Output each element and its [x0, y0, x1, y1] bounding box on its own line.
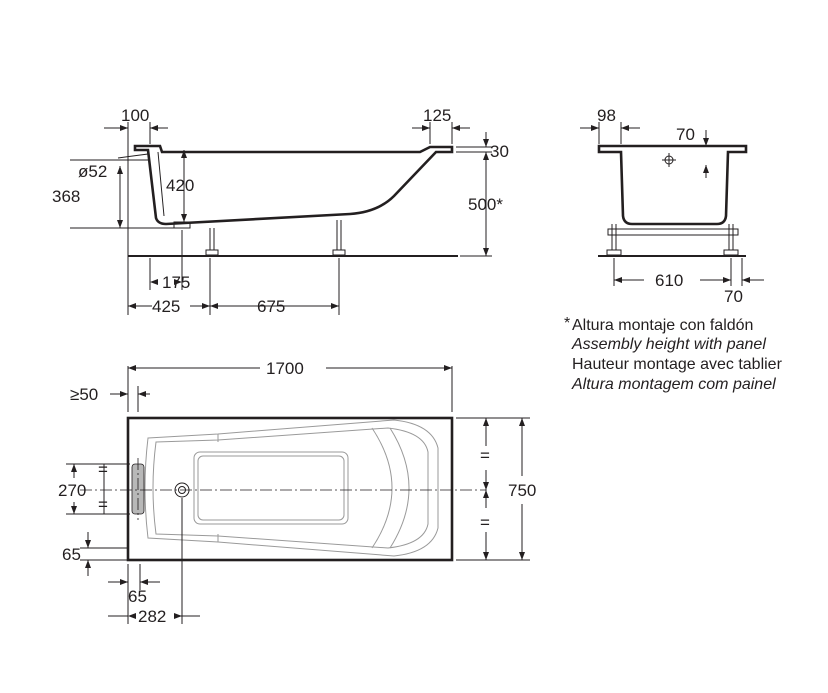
- dim-65-bottom: 65: [128, 587, 147, 606]
- dim-125: 125: [423, 106, 451, 125]
- support-legs: [205, 220, 346, 256]
- side-arrowheads: [117, 125, 489, 309]
- equal-mark-lower: =: [480, 513, 490, 532]
- side-dimension-labels: 100 125 30 ø52 368 420 500* 175 425 675: [52, 106, 509, 316]
- assembly-height-note: * Altura montaje con faldón Assembly hei…: [564, 315, 783, 393]
- equal-mark-upper: =: [480, 446, 490, 465]
- dim-1700: 1700: [266, 359, 304, 378]
- dim-675: 675: [257, 297, 285, 316]
- end-dimension-labels: 98 70 610 70: [597, 106, 743, 306]
- tub-basin-contours: [144, 419, 439, 557]
- equal-mark-left-upper: =: [98, 460, 108, 479]
- note-fr: Hauteur montage avec tablier: [572, 356, 783, 373]
- dim-368: 368: [52, 187, 80, 206]
- dim-65-left: 65: [62, 545, 81, 564]
- dim-98: 98: [597, 106, 616, 125]
- dim-420: 420: [166, 176, 194, 195]
- dim-70-top: 70: [676, 125, 695, 144]
- dim-750: 750: [508, 481, 536, 500]
- dim-min-50: ≥50: [70, 385, 98, 404]
- tub-inner-line: [157, 151, 165, 217]
- dim-610: 610: [655, 271, 683, 290]
- dim-30: 30: [490, 142, 509, 161]
- side-elevation-view: 100 125 30 ø52 368 420 500* 175 425 675: [52, 106, 509, 316]
- plan-dimension-lines: [66, 366, 530, 624]
- plan-dimension-labels: 1700 ≥50 750 270 65 65 282 = = = =: [58, 359, 536, 626]
- tub-outline: [126, 416, 454, 562]
- overflow-marker: [70, 153, 149, 161]
- dim-500-assembly: 500*: [468, 195, 503, 214]
- waste-outlet: [173, 221, 191, 229]
- plan-view: 1700 ≥50 750 270 65 65 282 = = = =: [58, 359, 536, 626]
- plan-arrowheads: [71, 365, 525, 619]
- tub-side-profile: [133, 144, 454, 226]
- end-arrowheads: [591, 125, 750, 283]
- end-elevation-view: 98 70 610 70: [580, 106, 764, 306]
- end-support-frame: [606, 224, 739, 256]
- equal-mark-left-lower: =: [98, 495, 108, 514]
- dim-70-bottom: 70: [724, 287, 743, 306]
- dim-175: 175: [162, 273, 190, 292]
- note-asterisk: *: [564, 315, 570, 332]
- dim-425: 425: [152, 297, 180, 316]
- dim-overflow-diameter: ø52: [78, 162, 107, 181]
- note-en: Assembly height with panel: [571, 336, 766, 353]
- note-es: Altura montaje con faldón: [572, 317, 753, 334]
- dim-100: 100: [121, 106, 149, 125]
- dim-282: 282: [138, 607, 166, 626]
- tub-end-profile: [597, 144, 748, 226]
- note-pt: Altura montagem com painel: [571, 376, 776, 393]
- dim-270: 270: [58, 481, 86, 500]
